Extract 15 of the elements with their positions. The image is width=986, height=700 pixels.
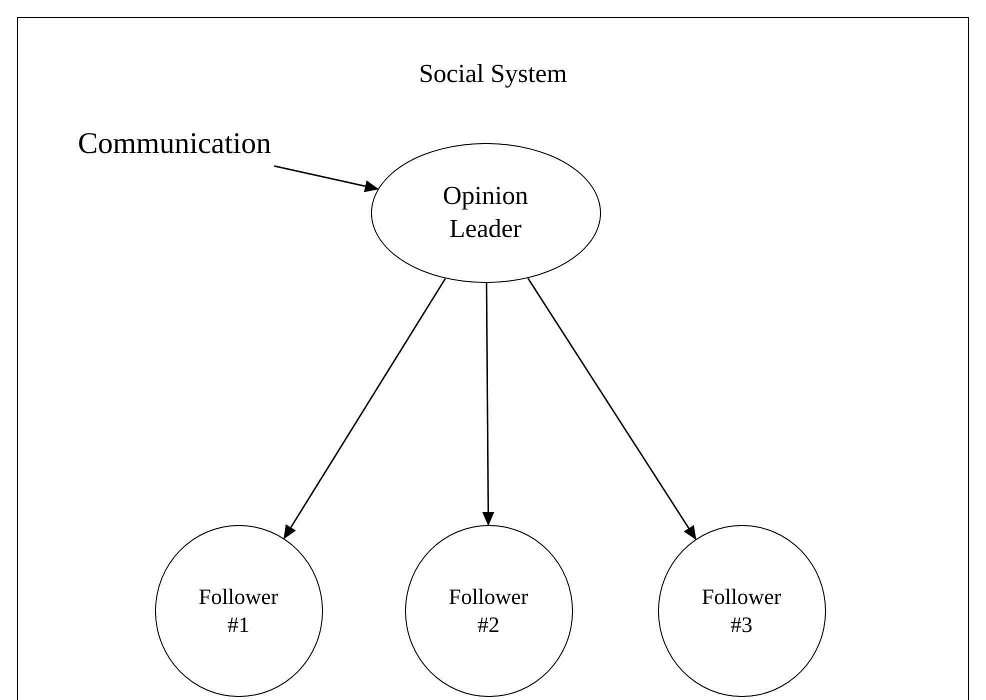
arrow — [482, 283, 494, 526]
frame-title: Social System — [418, 58, 568, 90]
arrow — [274, 165, 379, 192]
arrow — [527, 278, 696, 540]
circle-node — [404, 524, 572, 696]
arrow — [283, 278, 446, 540]
node-label: Follower #1 — [198, 583, 280, 638]
system-frame — [17, 17, 969, 700]
ellipse-node — [370, 142, 600, 282]
node-label: Communication — [78, 126, 272, 162]
node-label: Follower #3 — [700, 583, 782, 638]
node-label: Opinion Leader — [442, 180, 530, 244]
node-label: Follower #2 — [448, 583, 530, 638]
circle-node — [154, 524, 322, 696]
circle-node — [658, 524, 826, 696]
